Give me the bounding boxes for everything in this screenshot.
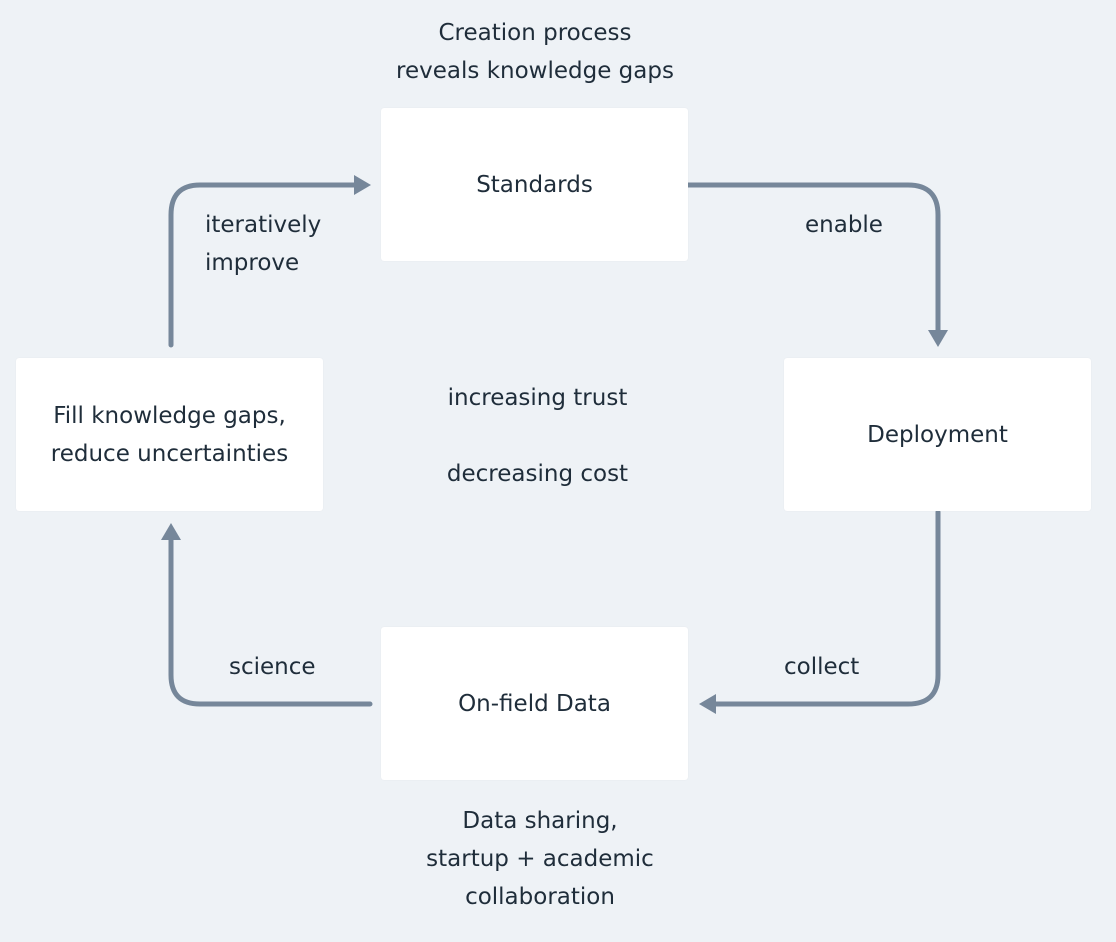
creation-process-line-1: Creation process (438, 20, 632, 46)
creation-process-annotation: Creation process reveals knowledge gaps (375, 14, 695, 90)
data-sharing-annotation: Data sharing, startup + academic collabo… (385, 802, 695, 916)
node-on-field-data: On-field Data (381, 627, 688, 780)
node-on-field-data-label: On-field Data (458, 690, 611, 717)
edge-label-enable: enable (805, 212, 883, 238)
edge-label-science: science (229, 654, 316, 680)
center-increasing-trust: increasing trust (447, 385, 628, 411)
arrow-enable (685, 182, 941, 333)
arrowhead-iteratively-improve (354, 175, 371, 195)
arrowhead-enable (928, 330, 948, 347)
center-decreasing-cost: decreasing cost (446, 461, 629, 487)
node-fill-knowledge-gaps-line-2: reduce uncertainties (50, 440, 289, 467)
data-sharing-line-3: collaboration (465, 884, 615, 910)
edge-label-collect: collect (784, 654, 860, 680)
node-fill-knowledge-gaps-line-1: Fill knowledge gaps, (53, 402, 286, 429)
iteratively-improve-line-2: improve (205, 250, 300, 276)
arrow-science (168, 537, 373, 707)
edge-label-iteratively-improve: iteratively improve (205, 206, 321, 282)
node-standards-label: Standards (476, 171, 593, 198)
node-fill-knowledge-gaps: Fill knowledge gaps, reduce uncertaintie… (16, 358, 323, 511)
arrow-collect (713, 509, 941, 707)
data-sharing-line-1: Data sharing, (462, 808, 618, 834)
arrow-iteratively-improve (168, 182, 357, 348)
data-sharing-line-2: startup + academic (426, 846, 654, 872)
arrowhead-science (161, 523, 181, 540)
iteratively-improve-line-1: iteratively (205, 212, 322, 238)
node-deployment: Deployment (784, 358, 1091, 511)
node-standards: Standards (381, 108, 688, 261)
arrowhead-collect (699, 694, 716, 714)
creation-process-line-2: reveals knowledge gaps (396, 58, 674, 84)
node-deployment-label: Deployment (867, 421, 1008, 448)
center-annotation: increasing trust decreasing cost (400, 379, 675, 493)
